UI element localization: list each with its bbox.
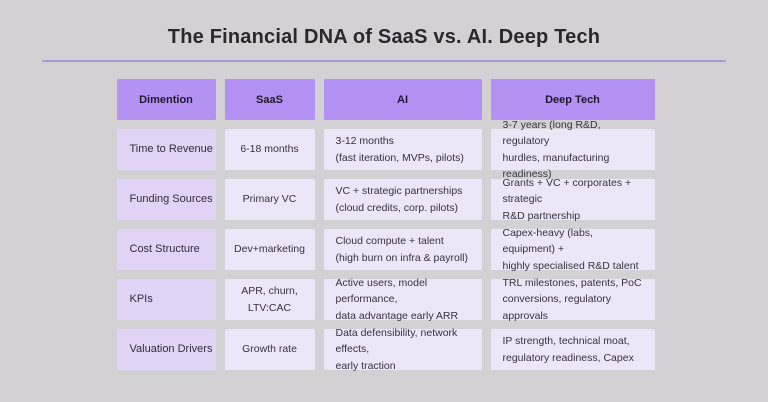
- cell-deep-tech-cost-structure: Capex-heavy (labs, equipment) + highly s…: [490, 227, 655, 272]
- cell-deep-tech-valuation-drivers: IP strength, technical moat, regulatory …: [490, 329, 655, 370]
- cell-saas-kpis: APR, churn, LTV:CAC: [224, 279, 315, 320]
- comparison-table: Dimention SaaS AI Deep Tech Time to Reve…: [116, 79, 655, 372]
- cell-dimension-time-to-revenue: Time to Revenue: [116, 129, 216, 170]
- cell-dimension-valuation-drivers: Valuation Drivers: [116, 329, 216, 370]
- page-title: The Financial DNA of SaaS vs. AI. Deep T…: [167, 26, 601, 48]
- column-header-dimension: Dimention: [116, 79, 216, 120]
- cell-ai-time-to-revenue: 3-12 months (fast iteration, MVPs, pilot…: [323, 129, 482, 170]
- cell-ai-cost-structure: Cloud compute + talent (high burn on inf…: [323, 229, 482, 270]
- cell-saas-time-to-revenue: 6-18 months: [224, 129, 315, 170]
- cell-deep-tech-time-to-revenue: 3-7 years (long R&D, regulatory hurdles,…: [490, 119, 655, 180]
- cell-ai-funding-sources: VC + strategic partnerships (cloud credi…: [323, 179, 482, 220]
- cell-ai-valuation-drivers: Data defensibility, network effects, ear…: [323, 327, 482, 372]
- cell-dimension-cost-structure: Cost Structure: [116, 229, 216, 270]
- cell-deep-tech-kpis: TRL milestones, patents, PoC conversions…: [490, 277, 655, 322]
- cell-saas-funding-sources: Primary VC: [224, 179, 315, 220]
- cell-deep-tech-funding-sources: Grants + VC + corporates + strategic R&D…: [490, 177, 655, 222]
- cell-dimension-kpis: KPIs: [116, 279, 216, 320]
- cell-saas-valuation-drivers: Growth rate: [224, 329, 315, 370]
- cell-ai-kpis: Active users, model performance, data ad…: [323, 277, 482, 322]
- column-header-ai: AI: [323, 79, 482, 120]
- title-divider: [42, 60, 726, 62]
- column-header-saas: SaaS: [224, 79, 315, 120]
- cell-dimension-funding-sources: Funding Sources: [116, 179, 216, 220]
- cell-saas-cost-structure: Dev+marketing: [224, 229, 315, 270]
- column-header-deep-tech: Deep Tech: [490, 79, 655, 120]
